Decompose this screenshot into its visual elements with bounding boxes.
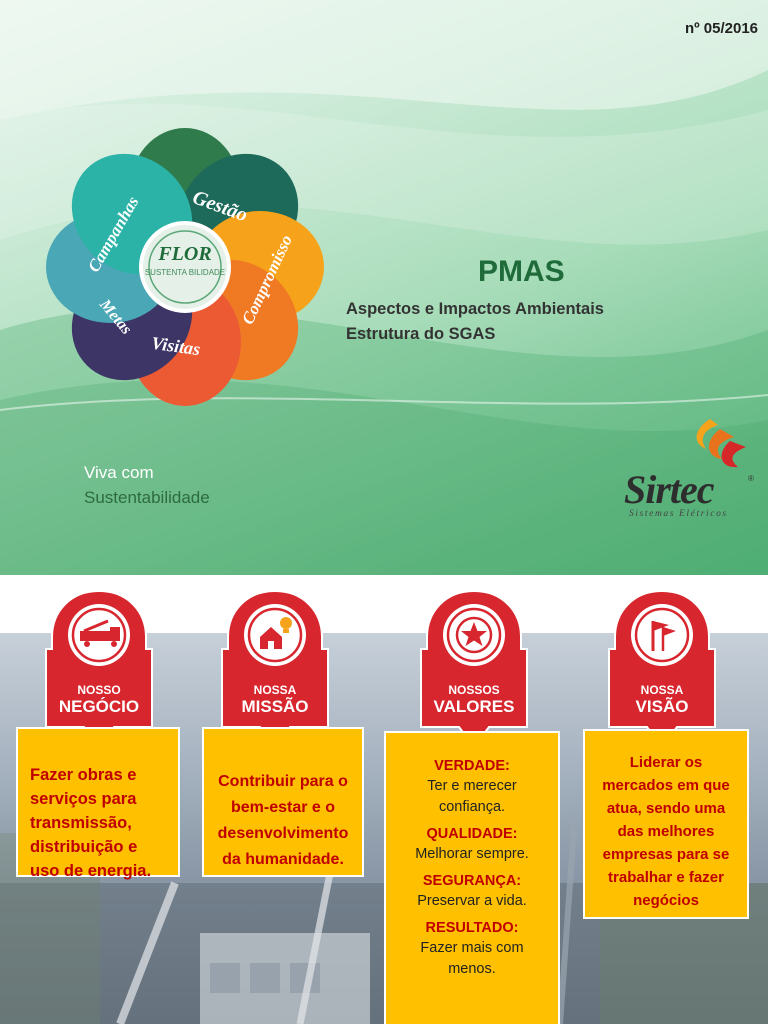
- subtitle-line-1: Aspectos e Impactos Ambientais: [346, 300, 604, 318]
- subtitle: Aspectos e Impactos Ambientais Estrutura…: [346, 297, 604, 347]
- truck-icon: [80, 619, 120, 647]
- star-icon: [461, 622, 487, 646]
- value-label: SEGURANÇA:: [422, 873, 522, 889]
- tagline: Viva com Sustentabilidade: [84, 460, 210, 510]
- value-label: QUALIDADE:: [426, 826, 518, 842]
- value-description: Melhorar sempre.: [415, 846, 529, 862]
- badge-small-label: NOSSOS: [448, 683, 500, 697]
- badge-big-label: MISSÃO: [241, 697, 309, 716]
- badge-big-label: NEGÓCIO: [58, 697, 140, 716]
- badge-shape: [608, 589, 716, 749]
- value-description: Ter e merecer confiança.: [427, 778, 517, 815]
- tagline-line-1: Viva com: [84, 463, 154, 482]
- badge-big-label: VALORES: [433, 697, 515, 716]
- flower-center-subtitle: SUSTENTA BILIDADE: [145, 268, 225, 277]
- badge-shape: [420, 589, 528, 749]
- company-values-panel: NOSSO NEGÓCIO NOSSA MISSÃO NOSSOS: [0, 575, 768, 1024]
- flower-center-title: FLOR: [157, 243, 211, 265]
- logo-registered-mark: ®: [748, 474, 754, 483]
- house-lightbulb-icon: [260, 617, 292, 649]
- badge-small-label: NOSSO: [77, 683, 121, 697]
- card-negocio: Fazer obras e serviços para transmissão,…: [16, 727, 180, 880]
- badge-nosso-negocio: NOSSO NEGÓCIO: [40, 587, 158, 757]
- value-description: Preservar a vida.: [417, 893, 527, 909]
- sustainability-flower-logo: FLOR SUSTENTA BILIDADE Gestão Compromiss…: [46, 128, 324, 406]
- tagline-line-2: Sustentabilidade: [84, 488, 210, 507]
- flags-icon: [651, 621, 676, 651]
- cover-panel: nº 05/2016 FLOR SUSTENTA BILIDADE Gestão…: [0, 0, 768, 575]
- subtitle-line-2: Estrutura do SGAS: [346, 325, 496, 343]
- issue-number: nº 05/2016: [684, 20, 758, 37]
- card-visao: Liderar os mercados em que atua, sendo u…: [583, 729, 749, 919]
- value-label: RESULTADO:: [425, 920, 519, 936]
- badge-nossa-visao: NOSSA VISÃO: [603, 587, 721, 757]
- value-label: VERDADE:: [434, 758, 510, 774]
- value-description: Fazer mais com menos.: [420, 940, 524, 977]
- badge-shape: [45, 589, 153, 749]
- badge-small-label: NOSSA: [640, 683, 684, 697]
- badge-nossos-valores: NOSSOS VALORES: [415, 587, 533, 757]
- logo-name: Sirtec: [624, 467, 715, 512]
- card-missao-text: Contribuir para o bem-estar e o desenvol…: [217, 773, 349, 868]
- page-title: PMAS: [478, 255, 565, 288]
- badge-small-label: NOSSA: [253, 683, 297, 697]
- sirtec-flame-icon: [696, 419, 746, 468]
- logo-subtitle: Sistemas Elétricos: [629, 509, 728, 519]
- card-negocio-text: Fazer obras e serviços para transmissão,…: [30, 766, 152, 880]
- badge-big-label: VISÃO: [635, 697, 689, 716]
- card-visao-text: Liderar os mercados em que atua, sendo u…: [602, 754, 730, 909]
- card-valores: VERDADE: Ter e merecer confiança. QUALID…: [384, 731, 560, 1024]
- card-missao: Contribuir para o bem-estar e o desenvol…: [202, 727, 364, 877]
